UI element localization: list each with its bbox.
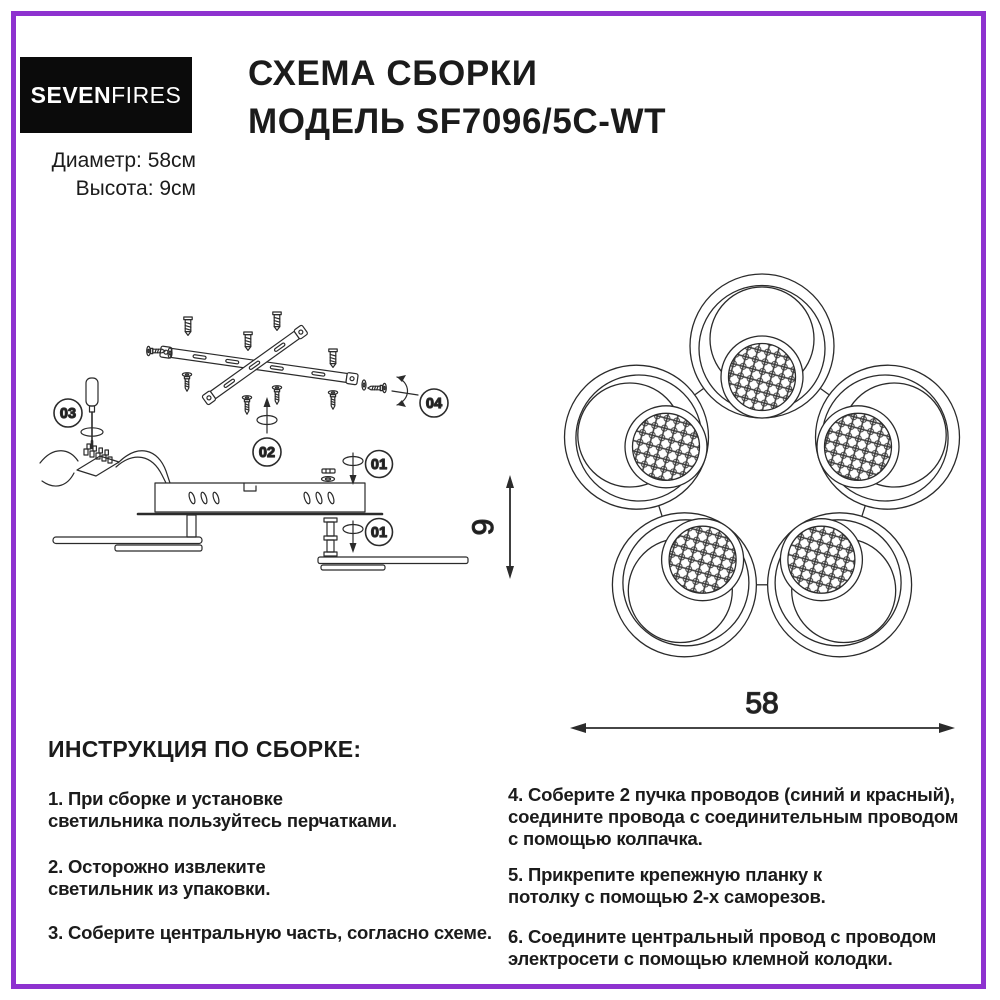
lamp-head-bottom-right [766,512,913,658]
instruction-item-2: 2. Осторожно извлеките светильник из упа… [48,856,271,899]
page-title: СХЕМА СБОРКИ МОДЕЛЬ SF7096/5C-WT [248,50,666,146]
instruction-item-6: 6. Соедините центральный провод с провод… [508,926,937,969]
callout-02: 02 [252,437,282,467]
instruction-item-1: 1. При сборке и установке светильника по… [48,788,397,831]
spec-height: Высота: 9см [75,177,196,200]
lamp-head-left [563,364,710,510]
callout-01a: 01 [364,449,394,479]
lamp-head-right [814,364,961,510]
product-specs: Диаметр: 58см Высота: 9см [28,147,196,203]
rotate-arrow-01b [342,520,364,554]
dimension-width-label: 58 [745,687,778,720]
callout-02-label: 02 [259,445,275,461]
lamp-base [52,482,469,571]
head-connectors [658,388,866,586]
lamp-head-bottom-left [611,512,758,658]
instructions-heading: ИНСТРУКЦИЯ ПО СБОРКЕ: [48,736,362,762]
page-title-line1: СХЕМА СБОРКИ [248,54,538,93]
side-screw-right [361,375,419,407]
dimension-height-label: 9 [467,519,500,536]
brand-logo-bold: SEVEN [30,81,112,108]
callout-04-label: 04 [426,396,442,412]
brand-logo-light: FIRES [111,81,182,108]
callout-01b: 01 [364,517,394,547]
instruction-item-5: 5. Прикрепите крепежную планку к потолку… [508,864,826,907]
locknut-washer [320,468,336,483]
chandelier-top-view: 58 [563,273,961,733]
wires [39,450,171,487]
rotate-arrow-01a [342,452,364,486]
screwdriver [80,377,104,450]
lamp-head-top [689,273,835,419]
instruction-item-3: 3. Соберите центральную часть, согласно … [48,922,492,943]
page-title-line2: МОДЕЛЬ SF7096/5C-WT [248,102,667,141]
mounting-bracket [159,324,359,406]
terminal-block [76,443,120,477]
spec-diameter: Диаметр: 58см [51,149,196,172]
callout-01a-label: 01 [371,457,387,473]
callout-04: 04 [419,388,449,418]
exploded-assembly-diagram: 04 02 03 [39,311,514,579]
dimension-height: 9 [466,475,514,579]
callout-03: 03 [53,398,83,428]
instruction-item-4: 4. Соберите 2 пучка проводов (синий и кр… [508,784,959,849]
callout-03-label: 03 [60,406,76,422]
rotate-arrow-02 [256,396,278,434]
callout-01b-label: 01 [371,525,387,541]
dimension-width: 58 [570,686,955,733]
